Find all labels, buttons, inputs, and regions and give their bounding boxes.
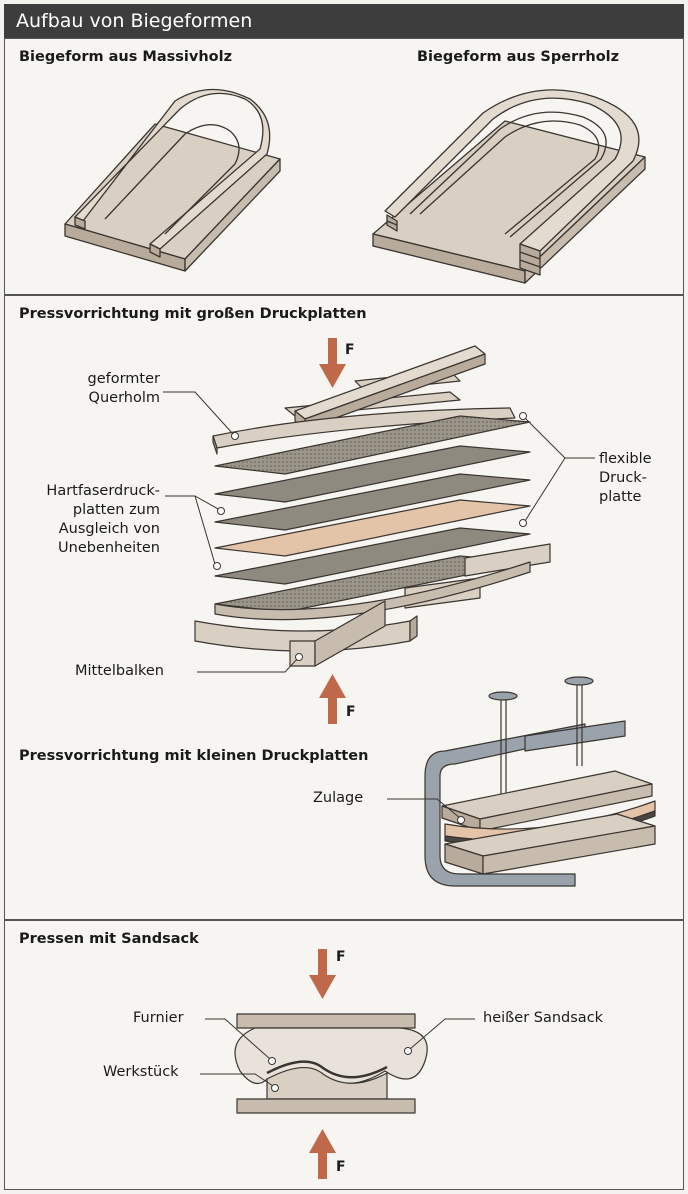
force-label-bottom-sandsack: F xyxy=(336,1159,346,1175)
force-arrow-top-sandsack xyxy=(309,949,336,999)
label-furnier: Furnier xyxy=(133,1009,184,1028)
force-arrow-bottom xyxy=(319,674,346,724)
biegeform-illustrations xyxy=(5,39,685,296)
panel-biegeformen: Biegeform aus Massivholz Biegeform aus S… xyxy=(4,38,684,295)
heading-kleine-druckplatten: Pressvorrichtung mit kleinen Druckplatte… xyxy=(19,748,368,764)
force-label-top: F xyxy=(345,342,355,358)
label-werkstueck: Werkstück xyxy=(103,1063,179,1082)
force-arrow-top xyxy=(319,338,346,388)
label-hartfaser: Hartfaserdruck- platten zum Ausgleich vo… xyxy=(13,482,160,558)
sperrholz-form xyxy=(373,90,645,283)
label-querholm: geformter Querholm xyxy=(45,370,160,408)
force-label-bottom: F xyxy=(346,704,356,720)
label-zulage: Zulage xyxy=(313,789,363,808)
label-sandsack: heißer Sandsack xyxy=(483,1009,603,1028)
force-arrow-bottom-sandsack xyxy=(309,1129,336,1179)
clamp-illustration xyxy=(425,677,655,886)
force-label-top-sandsack: F xyxy=(336,949,346,965)
panel-sandsack: Pressen mit Sandsack xyxy=(4,920,684,1190)
massivholz-form xyxy=(65,89,280,271)
label-mittelbalken: Mittelbalken xyxy=(75,662,164,681)
label-flexible-platte: flexible Druck- platte xyxy=(599,450,652,507)
page-title: Aufbau von Biegeformen xyxy=(4,4,684,38)
panel-pressvorrichtung: Pressvorrichtung mit großen Druckplatten xyxy=(4,295,684,920)
